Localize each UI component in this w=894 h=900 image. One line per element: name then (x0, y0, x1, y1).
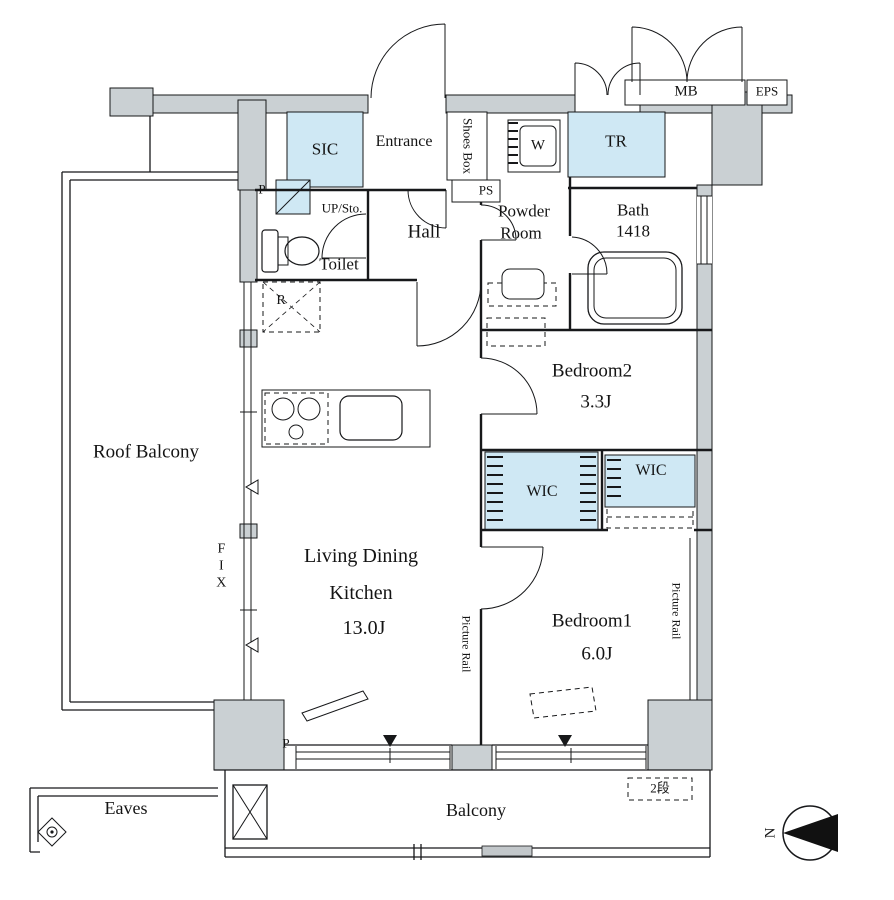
bedroom2-door-arc (480, 357, 538, 415)
label-eaves: Eaves (104, 797, 148, 818)
bedroom2-shelf-outline (486, 317, 546, 347)
label-bedroom2: Bedroom2 (551, 360, 633, 382)
label-shoes-box: Shoes Box (460, 118, 476, 174)
label-ps: PS (478, 182, 494, 198)
label-picture-rail-left: Picture Rail (459, 615, 474, 673)
balcony-outline (224, 770, 711, 860)
storage-areas (275, 111, 696, 531)
sic-area (286, 111, 364, 188)
refrigerator-space (262, 281, 321, 333)
wic-right-area (604, 454, 696, 508)
label-bath-1: Bath (616, 200, 650, 220)
pipe-space-box (451, 179, 501, 203)
label-bedroom1: Bedroom1 (551, 610, 633, 632)
two-step-shelf-outline (627, 777, 693, 801)
bedroom1-dashed-marker (529, 686, 597, 719)
service-boxes (446, 79, 788, 203)
powder-room-door-arc (480, 204, 517, 241)
label-balcony: Balcony (446, 799, 506, 820)
label-ldk-size: 13.0J (342, 616, 386, 639)
shoes-box-outline (446, 111, 488, 181)
label-toilet: Toilet (319, 254, 359, 274)
balcony-drain (481, 845, 533, 857)
label-roof-balcony: Roof Balcony (92, 441, 200, 463)
label-wic-right: WIC (635, 462, 667, 480)
washbasin (487, 268, 557, 307)
label-compass-north: N (762, 827, 779, 839)
left-triangle-marker-icon (245, 637, 259, 653)
eaves-outline (29, 787, 218, 853)
exterior-windows (214, 195, 712, 771)
living-door-arc (416, 281, 482, 347)
label-fix: FIX (213, 541, 229, 593)
washing-machine (507, 119, 561, 173)
label-2dan: 2段 (650, 780, 670, 796)
label-powder-2: Room (500, 223, 542, 243)
label-tr: TR (605, 131, 627, 151)
living-slanted-board (301, 690, 369, 722)
label-bedroom2-size: 3.3J (580, 391, 612, 413)
stove-outline (264, 392, 329, 445)
trunk-room-doors-arc (574, 62, 641, 96)
label-sic: SIC (311, 139, 339, 159)
kitchen-counter (261, 389, 431, 448)
drain-diamond-icon (37, 817, 67, 847)
label-ldk-2: Kitchen (329, 581, 393, 604)
label-powder-1: Powder (498, 201, 550, 221)
label-p-top: P (258, 181, 266, 197)
bathtub (587, 251, 683, 325)
label-mb: MB (674, 83, 698, 100)
tr-area (567, 111, 666, 178)
label-refrigerator: R (276, 293, 286, 309)
structural-walls (109, 87, 793, 771)
label-picture-rail-right: Picture Rail (669, 582, 684, 640)
bedroom1-door-arc (480, 546, 544, 610)
label-wic-left: WIC (526, 483, 558, 501)
fixtures (261, 119, 683, 722)
markers (245, 479, 572, 747)
roof-balcony-parapet (61, 116, 240, 711)
burner-icon (288, 424, 304, 440)
toilet-fixture (261, 229, 320, 273)
label-p-bottom: P (282, 735, 290, 751)
kitchen-sink (339, 395, 403, 441)
burner-icon (271, 397, 295, 421)
left-triangle-marker-icon (245, 479, 259, 495)
label-ldk-1: Living Dining (304, 544, 418, 567)
label-eps: EPS (755, 83, 779, 99)
label-bath-2: 1418 (616, 221, 650, 241)
burner-icon (297, 397, 321, 421)
north-arrow-icon (783, 814, 838, 852)
entrance-door-arc (370, 23, 446, 99)
label-hall: Hall (407, 221, 441, 243)
label-bedroom1-size: 6.0J (581, 643, 613, 665)
door-swing-arcs (321, 23, 743, 610)
meter-box-doors-arc (631, 26, 743, 83)
label-entrance: Entrance (375, 133, 433, 151)
window-triangle-marker-icon (383, 735, 397, 747)
meter-box (624, 79, 746, 106)
bath-door-arc (571, 236, 608, 275)
eps-box (746, 79, 788, 106)
hall-door-arc (407, 189, 447, 229)
toilet-door-arc (321, 213, 367, 259)
label-washer: W (530, 137, 546, 154)
label-up-sto: UP/Sto. (321, 200, 363, 216)
compass (782, 805, 838, 861)
wic-left-area (484, 451, 599, 531)
window-triangle-marker-icon (558, 735, 572, 747)
hatch-box (232, 784, 268, 840)
interior-walls (255, 177, 712, 745)
